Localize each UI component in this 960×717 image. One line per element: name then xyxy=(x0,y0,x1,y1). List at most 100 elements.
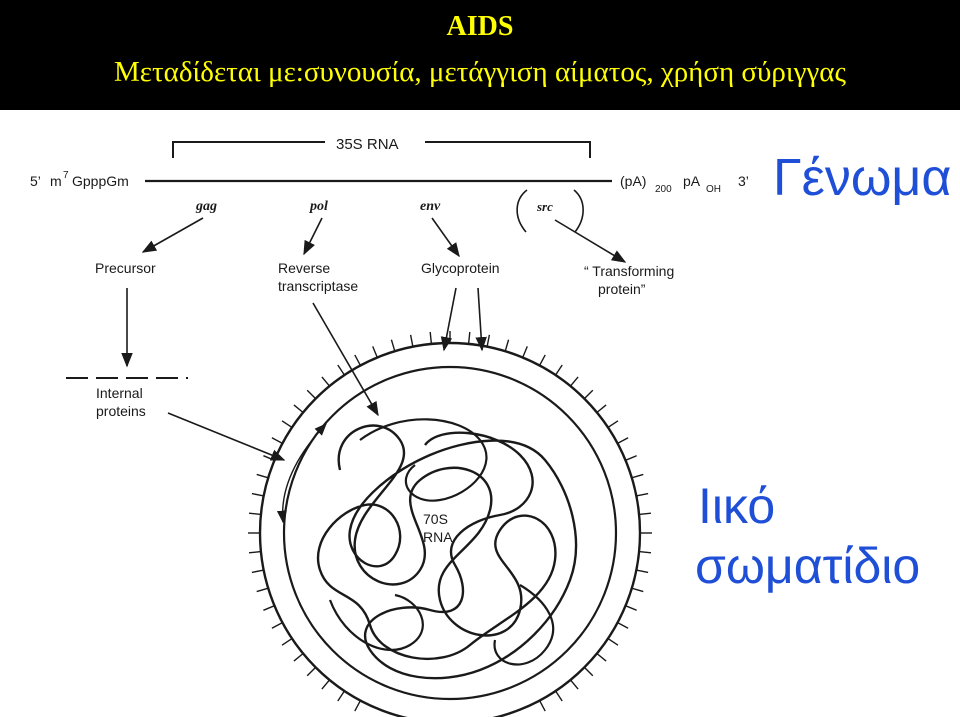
reverse-label: Reverse xyxy=(278,260,330,276)
three-prime-label: 3’ xyxy=(738,173,749,189)
envelope-spike xyxy=(538,700,546,712)
core-side-arrow xyxy=(276,423,327,524)
envelope-spike xyxy=(354,700,362,712)
gene-env-label: env xyxy=(420,199,441,214)
virus-particle: 70S RNA xyxy=(248,331,652,717)
envelope-spike xyxy=(636,569,649,574)
envelope-spike xyxy=(409,334,414,347)
cap-m-label: m xyxy=(50,173,62,189)
title-banner xyxy=(0,0,960,110)
proteins-label: proteins xyxy=(96,403,146,419)
envelope-spike xyxy=(256,473,269,479)
cap-m-superscript: 7 xyxy=(63,170,69,181)
envelope-spike xyxy=(306,389,317,400)
envelope-spike xyxy=(263,605,275,611)
envelope-spike xyxy=(248,512,261,516)
precursor-label: Precursor xyxy=(95,260,156,276)
arrow-transcriptase-core xyxy=(312,302,379,417)
arrow-src-transforming xyxy=(554,219,627,263)
envelope-spike xyxy=(271,621,283,629)
arrow-internal-core xyxy=(167,412,286,461)
envelope-spike xyxy=(569,376,579,387)
oh-subscript: OH xyxy=(706,184,721,195)
arrow-env-glycoprotein xyxy=(431,217,460,258)
page-subtitle: Μεταδίδεται με:συνουσία, μετάγγιση αίματ… xyxy=(114,56,846,88)
arrow-pol-transcriptase xyxy=(303,217,323,256)
transcriptase-label: transcriptase xyxy=(278,278,358,294)
glycoprotein-label: Glycoprotein xyxy=(421,260,500,276)
particle-label-line1: Ιικό xyxy=(698,478,776,534)
envelope-spike xyxy=(293,404,304,414)
envelope-spike xyxy=(538,354,546,366)
envelope-spike xyxy=(372,346,378,358)
arrow-glycoprotein-right xyxy=(475,287,487,352)
genome-label: Γένωμα xyxy=(773,149,952,207)
envelope-spike xyxy=(256,587,269,593)
envelope-spike xyxy=(625,605,637,611)
envelope-spike xyxy=(617,437,629,445)
rna-tangle xyxy=(316,424,578,680)
envelope-spike xyxy=(636,492,649,497)
envelope-spike xyxy=(596,652,607,662)
rna-tangle-secondary xyxy=(328,418,555,666)
envelope-spike xyxy=(337,364,345,376)
envelope-spike xyxy=(337,690,345,702)
envelope-spike xyxy=(293,652,304,662)
outer-envelope xyxy=(258,341,642,717)
envelope-spike xyxy=(583,389,594,400)
inner-core xyxy=(282,365,618,701)
envelope-spike xyxy=(617,621,629,629)
envelope-spike xyxy=(639,550,652,554)
envelope-spike xyxy=(504,339,510,352)
envelope-spike xyxy=(607,638,619,646)
envelope-spike xyxy=(306,666,317,677)
envelope-spike xyxy=(390,339,396,352)
envelope-spike xyxy=(281,638,293,646)
gene-pol-label: pol xyxy=(309,199,328,214)
particle-label-line2: σωματίδιο xyxy=(695,538,921,594)
rna-70s-label: 70S xyxy=(423,511,448,527)
gene-gag-label: gag xyxy=(195,199,217,214)
envelope-spike xyxy=(631,473,644,479)
envelope-spike xyxy=(271,437,283,445)
envelope-spike xyxy=(467,331,471,344)
transforming-label: “ Transforming xyxy=(584,263,674,279)
src-parentheses xyxy=(516,189,584,233)
poly-a-subscript: 200 xyxy=(655,184,672,195)
arrow-glycoprotein-left xyxy=(440,287,457,352)
envelope-spike xyxy=(607,420,619,428)
envelope-spike xyxy=(639,512,652,516)
envelope-spike xyxy=(486,334,491,347)
five-prime-label: 5’ xyxy=(30,173,41,189)
envelope-spike xyxy=(555,364,563,376)
envelope-spike xyxy=(251,492,264,497)
rna-bracket xyxy=(172,141,591,158)
envelope-spike xyxy=(596,404,607,414)
poly-a-label: (pA) xyxy=(620,173,646,189)
cap-label: GpppGm xyxy=(72,173,129,189)
envelope-spike xyxy=(248,550,261,554)
internal-label: Internal xyxy=(96,385,143,401)
arrow-gag-precursor xyxy=(141,217,204,253)
envelope-spikes xyxy=(248,331,652,712)
envelope-spike xyxy=(522,346,528,358)
page-title: AIDS xyxy=(446,11,514,42)
protein-label: protein” xyxy=(598,281,646,297)
envelope-spike xyxy=(354,354,362,366)
envelope-spike xyxy=(321,376,331,387)
envelope-spike xyxy=(429,331,433,344)
envelope-spike xyxy=(631,587,644,593)
envelope-spike xyxy=(555,690,563,702)
envelope-spike xyxy=(569,679,579,690)
rna-35s-label: 35S RNA xyxy=(336,136,399,153)
envelope-spike xyxy=(251,569,264,574)
gene-src-label: src xyxy=(536,199,553,214)
envelope-spike xyxy=(281,420,293,428)
rna-70s-label-line2: RNA xyxy=(423,529,453,545)
envelope-spike xyxy=(583,666,594,677)
envelope-spike xyxy=(321,679,331,690)
pa-label: pA xyxy=(683,173,701,189)
envelope-spike xyxy=(263,455,275,461)
envelope-spike xyxy=(625,455,637,461)
